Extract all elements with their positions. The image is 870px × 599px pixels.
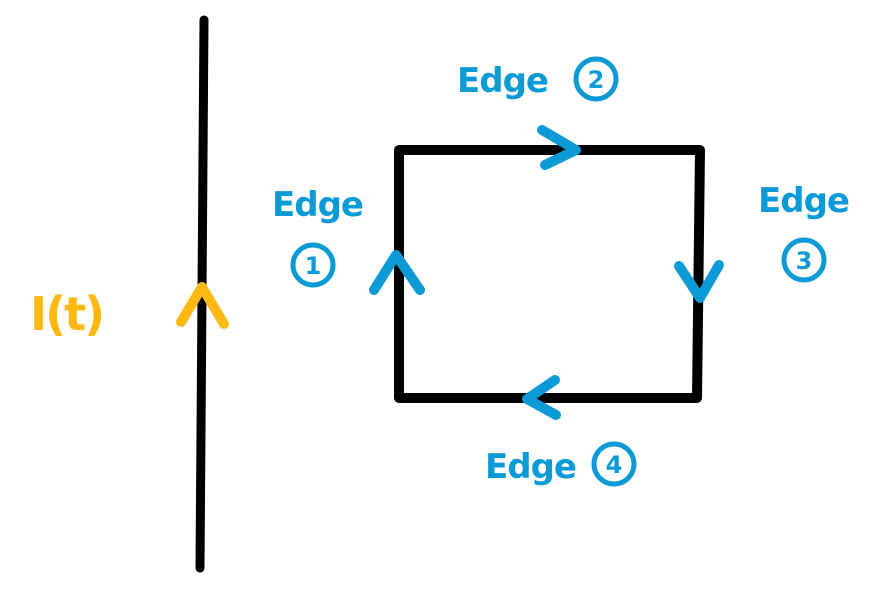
edge-1-number-circle (290, 242, 336, 288)
edge-4-arrow (522, 375, 561, 420)
edge-2-number: 2 (588, 66, 605, 94)
edge-2-arrow (537, 125, 581, 170)
edge-4-word: Edge (485, 447, 576, 487)
edge-3-arrow (674, 260, 724, 303)
current-label: I(t) (30, 287, 103, 341)
square-loop (394, 145, 705, 403)
edge-4-number: 4 (606, 451, 623, 479)
edge-2-label: Edge 2 (457, 56, 619, 102)
edge-4-label: Edge 4 (485, 441, 637, 487)
edge-4-number-circle (591, 441, 637, 487)
edge-3-label: Edge 3 (758, 181, 850, 283)
current-arrow (176, 282, 229, 329)
edge-1-arrow (369, 250, 425, 295)
edge-3-word: Edge (758, 181, 849, 221)
edge-3-number: 3 (796, 247, 813, 275)
edge-2-number-circle (573, 56, 619, 102)
edge-3-number-circle (781, 237, 827, 283)
edge-1-word: Edge (272, 185, 363, 225)
edge-1-label: Edge 1 (272, 185, 364, 288)
edge-1-number: 1 (305, 252, 322, 280)
edge-2-word: Edge (457, 61, 548, 101)
